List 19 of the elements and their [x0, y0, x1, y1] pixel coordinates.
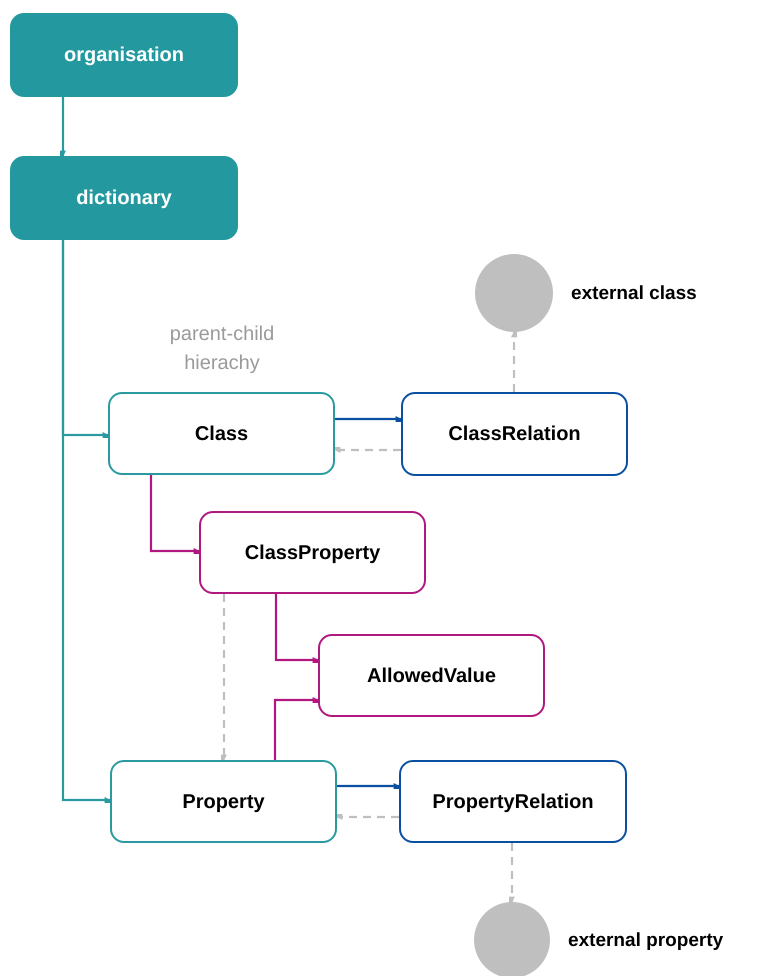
- entity-box: [401, 392, 628, 476]
- entity-box: [110, 760, 337, 843]
- entity-box: [399, 760, 627, 843]
- annotation-text: parent-child hierachy: [168, 322, 276, 376]
- node-label: dictionary: [76, 186, 172, 211]
- node-caption: external property: [568, 929, 724, 953]
- node-label: Property: [182, 790, 265, 814]
- entity-box: [318, 634, 545, 717]
- node-label: ClassProperty: [244, 540, 380, 566]
- node-label: organisation: [64, 43, 184, 68]
- entity-box: [199, 511, 426, 594]
- entity-box: [10, 13, 238, 97]
- entity-box: [108, 392, 335, 475]
- entity-box: [10, 156, 238, 240]
- node-label: PropertyRelation: [432, 790, 594, 814]
- node-label: AllowedValue: [367, 664, 496, 688]
- node-caption: external class: [571, 282, 697, 306]
- node-label: ClassRelation: [448, 422, 581, 447]
- node-label: Class: [194, 422, 248, 446]
